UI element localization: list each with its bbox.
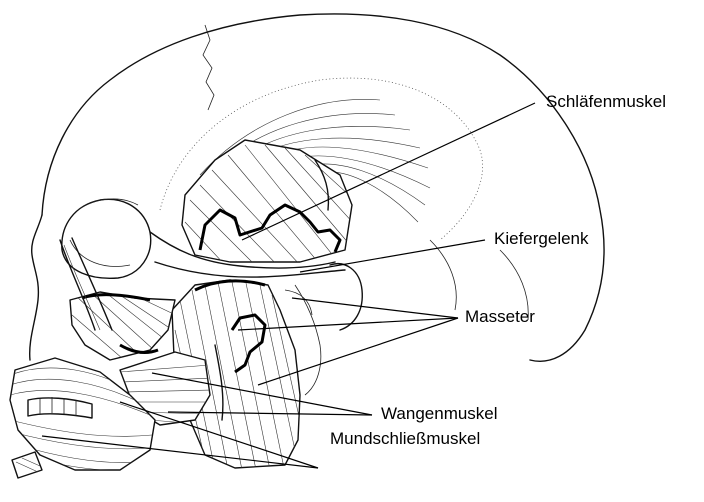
leader-masseter-1 [292,298,458,318]
label-masseter: Masseter [465,307,535,326]
label-orbicularis: Mundschließmuskel [330,429,480,448]
label-buccinator: Wangenmuskel [381,404,498,423]
temporalis-muscle [182,140,360,270]
label-jaw-joint: Kiefergelenk [494,229,589,248]
label-temporalis: Schläfenmuskel [546,92,666,111]
cheek-muscles [60,238,182,365]
